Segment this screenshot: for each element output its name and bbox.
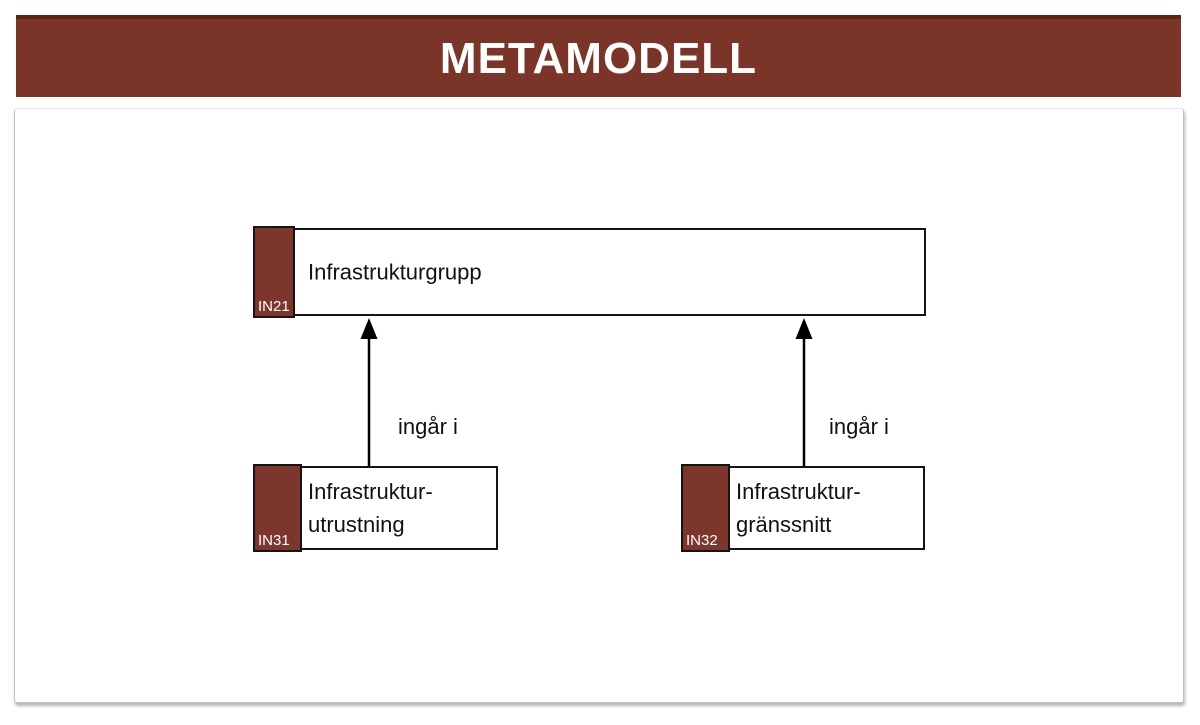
entity-tab: IN32 [681,464,730,552]
entity-box-infrastruktur-granssnitt: IN32 Infrastruktur- gränssnitt [681,464,925,552]
entity-name-label: Infrastrukturgrupp [308,259,482,285]
entity-box-infrastruktur-utrustning: IN31 Infrastruktur- utrustning [253,464,498,552]
page-title: METAMODELL [439,34,758,83]
relationship-arrows [360,318,813,466]
title-bar: METAMODELL [16,15,1181,97]
edge-label-ingar-i-left: ingår i [398,414,458,439]
arrowhead-up-icon [360,318,378,339]
content-panel: IN21 Infrastrukturgrupp IN31 Infrastrukt… [14,108,1184,703]
entity-id-label: IN31 [258,532,290,549]
entity-id-label: IN21 [258,298,290,315]
entity-name-label: Infrastruktur- utrustning [308,479,433,537]
entity-name-label: Infrastruktur- gränssnitt [736,479,861,537]
entity-box-infrastrukturgrupp: IN21 Infrastrukturgrupp [253,226,926,318]
edge-label-ingar-i-right: ingår i [829,414,889,439]
entity-tab: IN21 [253,226,295,318]
arrow-in32-to-in21 [795,318,813,466]
entity-tab: IN31 [253,464,302,552]
arrow-in31-to-in21 [360,318,378,466]
entity-id-label: IN32 [686,532,718,549]
arrowhead-up-icon [795,318,813,339]
